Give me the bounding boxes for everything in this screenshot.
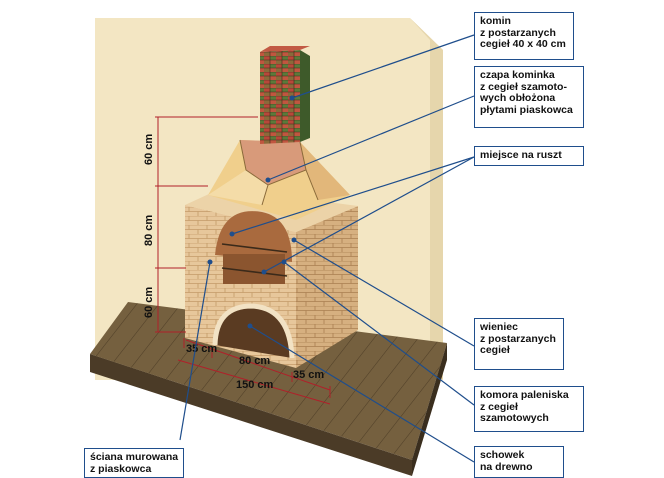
width-left-label: 35 cm — [186, 343, 217, 355]
callout-rim: wieniec z postarzanych cegieł — [474, 318, 564, 370]
callout-chimney: komin z postarzanych cegieł 40 x 40 cm — [474, 12, 574, 60]
callout-wood-store: schowek na drewno — [474, 446, 564, 478]
width-center-label: 80 cm — [239, 355, 270, 367]
wood-store-opening — [215, 306, 292, 358]
leader-dots — [207, 95, 297, 329]
firebox-opening — [215, 211, 292, 262]
height-bottom-label: 60 cm — [143, 287, 155, 318]
fireplace-body — [185, 188, 358, 368]
width-total-label: 150 cm — [236, 379, 274, 391]
callout-wall: ściana murowana z piaskowca — [84, 448, 184, 478]
chimney-hood — [208, 139, 350, 220]
leader-lines — [179, 34, 475, 463]
height-top-label: 60 cm — [143, 134, 155, 165]
callout-cap: czapa kominka z cegieł szamoto- wych obł… — [474, 66, 584, 128]
callout-grate: miejsce na ruszt — [474, 146, 584, 166]
chimney — [260, 46, 310, 144]
height-middle-label: 80 cm — [143, 215, 155, 246]
callout-firebox: komora paleniska z cegieł szamotowych — [474, 386, 584, 432]
height-dimensions — [155, 116, 258, 333]
width-dimensions — [177, 338, 331, 405]
floor-platform — [90, 302, 447, 476]
width-right-label: 35 cm — [293, 369, 324, 381]
